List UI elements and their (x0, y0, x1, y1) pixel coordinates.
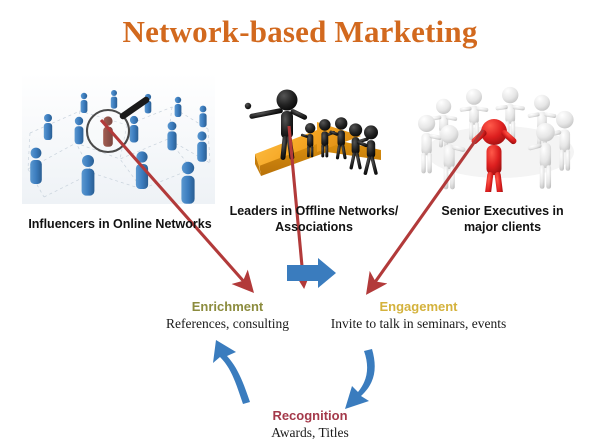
stage-engagement: Engagement Invite to talk in seminars, e… (306, 299, 531, 332)
stage-enrichment-title: Enrichment (191, 299, 264, 314)
leader-with-followers-on-arrow-image (231, 78, 394, 199)
caption-leaders-line1: Leaders in Offline Networks/ (229, 204, 399, 218)
caption-executives-line2: major clients (463, 220, 542, 234)
engagement-to-recognition-arrow (345, 349, 375, 409)
caption-executives-line1: Senior Executives in (441, 204, 564, 218)
stage-engagement-title: Engagement (379, 299, 458, 314)
page-title: Network-based Marketing (122, 14, 478, 49)
stage-engagement-description: Invite to talk in seminars, events (330, 316, 507, 331)
caption-executives: Senior Executives in major clients (420, 203, 585, 235)
caption-influencers-line1: Influencers in Online Networks (28, 217, 212, 231)
online-network-people-magnifier-image (22, 73, 215, 204)
caption-leaders: Leaders in Offline Networks/ Association… (218, 203, 410, 235)
stage-recognition-description: Awards, Titles (271, 425, 349, 440)
recognition-to-enrichment-arrow (213, 340, 250, 404)
stage-enrichment-description: References, consulting (166, 316, 289, 331)
enrichment-to-engagement-arrow (287, 258, 336, 288)
stage-recognition: Recognition Awards, Titles (225, 408, 395, 441)
caption-influencers: Influencers in Online Networks (5, 216, 235, 232)
stage-recognition-title: Recognition (272, 408, 348, 423)
stage-enrichment: Enrichment References, consulting (150, 299, 305, 332)
caption-leaders-line2: Associations (275, 220, 353, 234)
circle-of-people-with-red-leader-image (414, 80, 586, 192)
